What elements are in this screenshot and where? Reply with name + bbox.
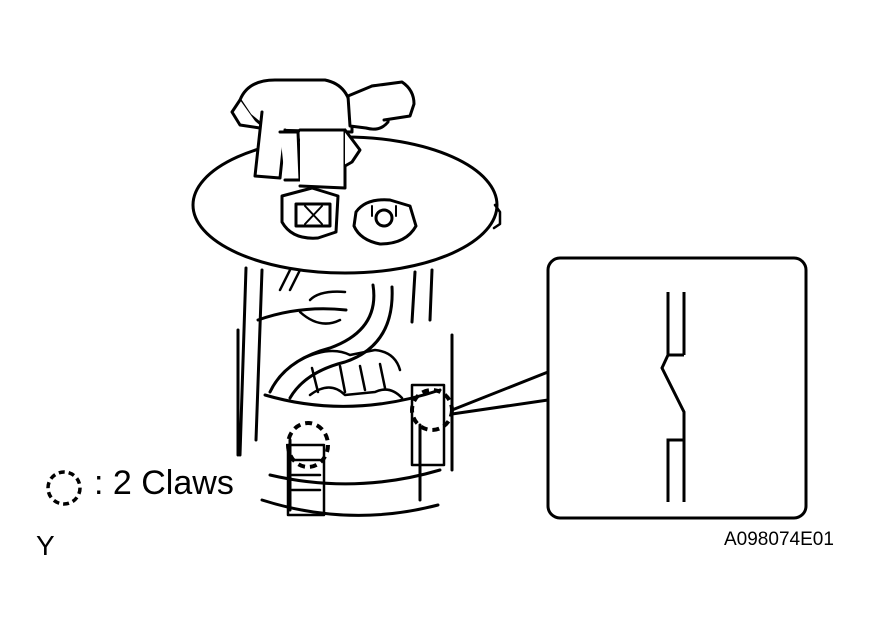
outlet-fitting (230, 78, 416, 190)
callout-leader (451, 370, 549, 416)
plate-connectors (280, 186, 418, 246)
pump-canister (236, 307, 454, 517)
dashed-circle-icon (46, 470, 82, 506)
claw-markers (286, 388, 454, 469)
claw-detail-callout (546, 256, 808, 520)
support-rods (238, 266, 434, 457)
corner-letter: Y (36, 530, 55, 561)
claw-marker-right (410, 388, 454, 432)
claw-profile (660, 292, 686, 502)
legend-label: : 2 Claws (94, 464, 234, 502)
claw-marker-left (286, 421, 330, 469)
figure-code: A098074E01 (724, 529, 834, 550)
internal-wiring (278, 268, 404, 400)
fuel-hose (268, 283, 394, 400)
